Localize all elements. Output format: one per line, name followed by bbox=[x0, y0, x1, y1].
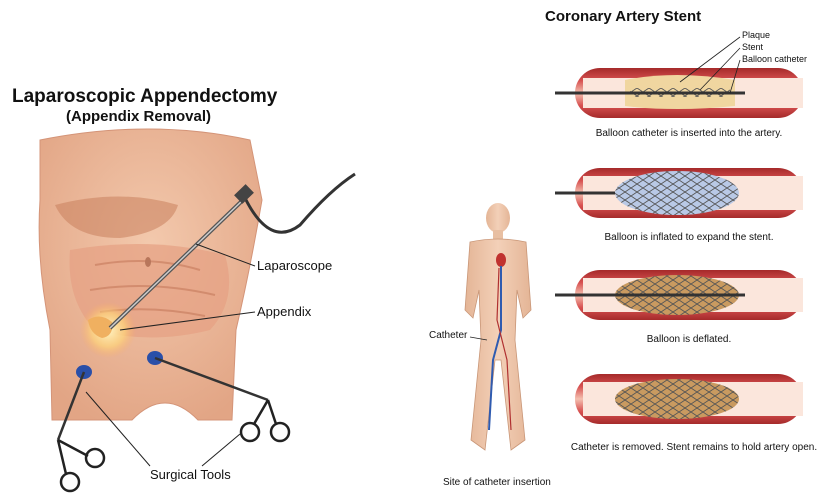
label-catheter: Catheter bbox=[429, 330, 467, 341]
label-plaque: Plaque bbox=[742, 30, 770, 40]
stent-title: Coronary Artery Stent bbox=[545, 8, 701, 25]
laparoscopy-panel: Laparoscopic Appendectomy (Appendix Remo… bbox=[0, 0, 410, 497]
stent-illustration bbox=[415, 0, 825, 497]
caption-step-1: Balloon catheter is inserted into the ar… bbox=[575, 128, 803, 139]
label-surgical-tools: Surgical Tools bbox=[150, 467, 231, 482]
artery-step-2 bbox=[555, 168, 803, 218]
label-stent: Stent bbox=[742, 42, 763, 52]
laparoscopy-title: Laparoscopic Appendectomy bbox=[12, 86, 277, 108]
tool-handle-left-ring1 bbox=[61, 473, 79, 491]
artery-step-1 bbox=[555, 68, 803, 118]
caption-step-4: Catheter is removed. Stent remains to ho… bbox=[565, 442, 823, 453]
artery-step-3 bbox=[555, 270, 803, 320]
caption-step-2: Balloon is inflated to expand the stent. bbox=[575, 232, 803, 243]
heart bbox=[496, 253, 506, 267]
caption-step-3: Balloon is deflated. bbox=[575, 334, 803, 345]
label-appendix: Appendix bbox=[257, 304, 311, 319]
laparoscopy-illustration bbox=[0, 0, 410, 497]
artery-step-4 bbox=[575, 374, 803, 424]
tool-handle-right-ring1 bbox=[241, 423, 259, 441]
human-figure bbox=[465, 203, 531, 450]
leader-tools-2 bbox=[202, 434, 240, 466]
laparoscopy-subtitle: (Appendix Removal) bbox=[66, 108, 211, 125]
label-laparoscope: Laparoscope bbox=[257, 258, 332, 273]
label-insertion-site: Site of catheter insertion bbox=[443, 477, 551, 488]
tool-handle-left-ring2 bbox=[86, 449, 104, 467]
label-balloon-catheter: Balloon catheter bbox=[742, 54, 807, 64]
tool-handle-right-ring2 bbox=[271, 423, 289, 441]
stent-panel: Coronary Artery Stent Plaque Stent Ballo… bbox=[415, 0, 825, 497]
